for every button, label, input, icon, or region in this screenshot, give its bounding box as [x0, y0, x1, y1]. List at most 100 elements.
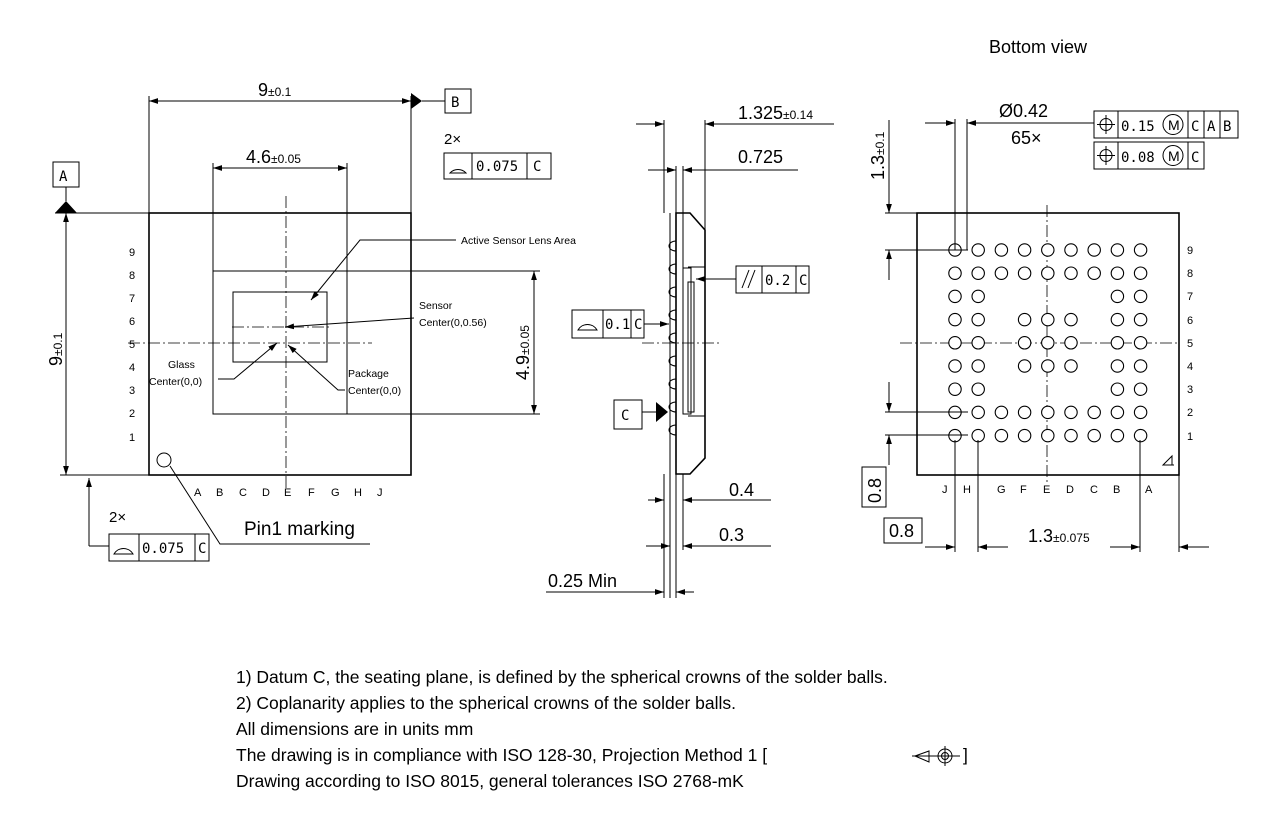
svg-text:F: F — [1020, 484, 1027, 496]
solder-ball — [971, 336, 985, 350]
svg-text:6: 6 — [1187, 315, 1193, 327]
solder-ball — [1110, 289, 1125, 304]
svg-text:0.075: 0.075 — [142, 541, 184, 557]
dim-03: 0.3 — [719, 525, 744, 545]
solder-ball — [948, 266, 962, 280]
dim-025-min: 0.25 Min — [548, 571, 617, 591]
bottom-view: Bottom view Ø0.42 65× 0.15 M C A B — [861, 37, 1239, 552]
svg-text:5: 5 — [1187, 338, 1193, 350]
datum-b-label: B — [451, 95, 459, 111]
note-4-suffix: ] — [963, 745, 968, 765]
solder-ball — [971, 428, 985, 443]
svg-text:8: 8 — [1187, 268, 1193, 280]
svg-text:A: A — [194, 487, 202, 499]
datum-c-label: C — [621, 408, 629, 424]
dim-glass-width: 4.6±0.05 — [246, 147, 301, 167]
top-col-labels: A B C D E F G H J — [194, 487, 383, 499]
solder-ball — [1017, 312, 1032, 327]
solder-ball — [1110, 312, 1125, 327]
solder-ball — [1064, 405, 1078, 420]
svg-text:D: D — [1066, 484, 1074, 496]
solder-ball — [1017, 359, 1032, 373]
solder-ball — [1133, 312, 1148, 327]
solder-ball — [1133, 428, 1148, 443]
svg-text:A: A — [1145, 484, 1153, 496]
solder-ball — [1041, 336, 1055, 350]
solder-ball — [1041, 405, 1055, 420]
svg-text:E: E — [284, 487, 291, 499]
svg-text:H: H — [963, 484, 971, 496]
solder-ball — [1064, 428, 1078, 443]
solder-ball — [1064, 243, 1078, 257]
solder-ball — [971, 266, 985, 280]
datum-a-label: A — [59, 169, 68, 185]
solder-ball — [948, 312, 962, 327]
svg-text:4: 4 — [1187, 361, 1193, 373]
svg-text:E: E — [1043, 484, 1050, 496]
svg-text:C: C — [799, 273, 807, 289]
svg-text:M: M — [1168, 148, 1180, 164]
bottom-view-title: Bottom view — [989, 37, 1088, 57]
solder-ball — [1041, 428, 1055, 443]
bottom-package-outline — [916, 212, 1180, 476]
dim-width: 9±0.1 — [258, 80, 292, 100]
label-sensor: Sensor — [419, 300, 453, 312]
svg-text:3: 3 — [129, 385, 135, 397]
svg-text:G: G — [997, 484, 1006, 496]
fcf-bottom-mult: 2× — [109, 509, 126, 526]
dim-total-height: 1.325±0.14 — [738, 103, 813, 123]
svg-text:C: C — [1090, 484, 1098, 496]
solder-ball — [971, 312, 985, 327]
svg-text:C: C — [198, 541, 206, 557]
solder-ball — [994, 266, 1009, 280]
solder-ball — [1110, 405, 1125, 420]
svg-text:F: F — [308, 487, 315, 499]
solder-ball — [1133, 289, 1148, 304]
svg-text:C: C — [634, 317, 642, 333]
solder-ball — [1041, 243, 1055, 257]
note-3: All dimensions are in units mm — [236, 719, 473, 739]
svg-text:8: 8 — [129, 270, 135, 282]
label-active-area: Active Sensor Lens Area — [461, 235, 576, 247]
svg-text:1: 1 — [1187, 431, 1193, 443]
top-view: 9±0.1 B 2× 0.075 C 4.6±0.05 A 9±0.1 4.9±… — [46, 80, 576, 562]
solder-ball — [1041, 312, 1055, 327]
solder-ball — [1087, 243, 1101, 257]
solder-ball — [1133, 266, 1148, 280]
svg-text:C: C — [239, 487, 247, 499]
solder-ball — [1133, 359, 1148, 373]
dim-height: 9±0.1 — [46, 332, 66, 366]
solder-ball — [948, 428, 962, 443]
solder-ball — [1133, 405, 1148, 420]
svg-text:4: 4 — [129, 362, 135, 374]
svg-text:0.15: 0.15 — [1121, 119, 1155, 135]
svg-text:J: J — [377, 487, 383, 499]
solder-ball — [1110, 428, 1125, 443]
svg-text:0.08: 0.08 — [1121, 150, 1155, 166]
dim-edge-h: 1.3±0.075 — [1028, 526, 1090, 546]
svg-text:2: 2 — [1187, 407, 1193, 419]
side-view: 1.325±0.14 0.725 0.2 C 0.1 C C — [546, 103, 834, 598]
svg-text:H: H — [354, 487, 362, 499]
svg-text:0.2: 0.2 — [765, 273, 790, 289]
svg-text:Center(0,0): Center(0,0) — [348, 385, 401, 397]
solder-ball — [1064, 359, 1078, 373]
svg-text:Center(0,0.56): Center(0,0.56) — [419, 317, 487, 329]
ball-count: 65× — [1011, 128, 1042, 148]
solder-ball — [1110, 266, 1125, 280]
svg-text:G: G — [331, 487, 340, 499]
bottom-row-labels: 9 8 7 6 5 4 3 2 1 — [1187, 245, 1193, 443]
svg-text:Center(0,0): Center(0,0) — [149, 376, 202, 388]
bottom-col-labels: J H G F E D C B A — [942, 484, 1153, 496]
solder-ball — [1133, 382, 1148, 396]
solder-ball — [994, 243, 1009, 257]
solder-ball — [1017, 243, 1032, 257]
solder-ball — [1133, 336, 1148, 350]
solder-ball — [948, 382, 962, 396]
dim-body: 0.725 — [738, 147, 783, 167]
solder-ball — [994, 428, 1009, 443]
note-1: 1) Datum C, the seating plane, is define… — [236, 667, 888, 687]
ball-diameter: Ø0.42 — [999, 101, 1048, 121]
svg-text:B: B — [216, 487, 223, 499]
solder-ball — [948, 289, 962, 304]
